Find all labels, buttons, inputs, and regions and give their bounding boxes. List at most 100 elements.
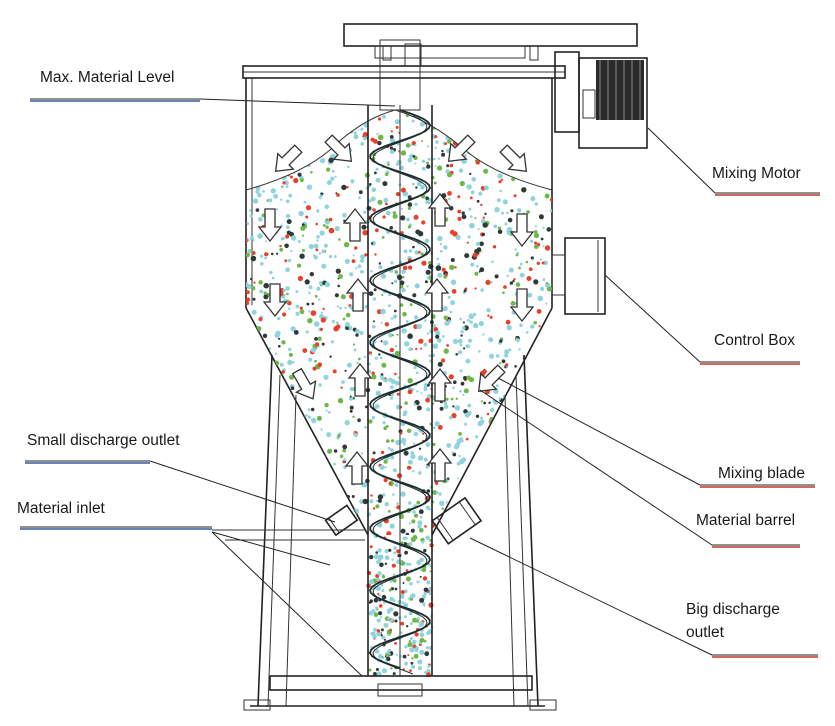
pellet <box>263 163 268 168</box>
pellet <box>277 494 282 499</box>
pellet <box>525 115 529 119</box>
pellet <box>408 249 413 253</box>
pellet <box>355 329 360 334</box>
pellet <box>372 451 376 455</box>
pellet <box>389 628 393 632</box>
pellet <box>311 140 317 145</box>
pellet <box>528 417 534 422</box>
pellet <box>534 241 537 245</box>
pellet <box>300 178 304 183</box>
pellet <box>340 520 345 526</box>
pellet <box>313 321 320 327</box>
pellet <box>467 319 470 322</box>
pellet <box>484 481 487 484</box>
pellet <box>373 288 377 292</box>
pellet <box>480 157 484 160</box>
pellet <box>455 235 461 240</box>
motor-fins <box>596 60 644 120</box>
pellet <box>526 210 530 214</box>
pellet <box>303 532 307 535</box>
pellet <box>423 387 428 392</box>
pellet <box>327 411 331 414</box>
pellet <box>426 276 430 280</box>
pellet <box>409 637 413 641</box>
pellet <box>512 446 516 450</box>
pellet <box>337 398 344 404</box>
pellet <box>285 213 291 219</box>
big-discharge-outlet <box>431 496 483 545</box>
pellet <box>285 267 290 273</box>
pellet <box>284 414 290 419</box>
pellet <box>435 140 439 144</box>
pellet <box>280 224 283 227</box>
pellet <box>505 363 509 367</box>
pellet <box>480 186 485 191</box>
pellet <box>256 346 259 349</box>
pellet <box>418 338 424 344</box>
pellet <box>290 429 293 432</box>
pellet <box>490 281 493 284</box>
pellet <box>445 397 449 401</box>
pellet <box>407 642 413 648</box>
pellet <box>293 330 299 335</box>
pellet <box>282 480 285 483</box>
pellet <box>441 129 445 133</box>
pellet <box>364 405 368 409</box>
pellet <box>344 306 347 309</box>
pellet <box>370 632 374 636</box>
pellet <box>313 114 317 119</box>
pellet <box>445 169 450 174</box>
pellet <box>297 275 303 282</box>
pellet <box>362 132 368 137</box>
pellet <box>268 375 271 378</box>
pellet <box>252 345 258 350</box>
pellet <box>548 496 552 500</box>
pellet <box>338 121 341 124</box>
pellet <box>534 487 539 492</box>
pellet <box>417 659 423 665</box>
pellet <box>305 505 310 511</box>
pellet <box>375 177 381 183</box>
pellet <box>270 188 276 194</box>
pellet <box>315 222 319 226</box>
pellet <box>390 448 394 452</box>
pellet <box>270 252 274 256</box>
pellet <box>539 452 544 456</box>
pellet <box>490 122 495 127</box>
pellet <box>289 374 295 380</box>
pellet <box>462 393 465 396</box>
pellet <box>304 459 310 465</box>
pellet <box>508 400 512 404</box>
pellet <box>490 160 494 164</box>
pellet <box>254 334 259 339</box>
pellet <box>294 126 299 131</box>
pellet <box>403 602 409 608</box>
pellet <box>333 133 336 136</box>
pellet <box>401 328 407 334</box>
pellet <box>287 510 291 515</box>
pellet <box>351 259 356 263</box>
pellet <box>380 634 383 637</box>
pellet <box>515 253 519 257</box>
pellet <box>467 469 473 475</box>
pellet <box>525 331 529 334</box>
pellet <box>319 463 323 467</box>
pellet <box>360 127 364 131</box>
pellet <box>279 244 282 248</box>
pellet <box>425 196 429 200</box>
pellet <box>298 476 303 481</box>
pellet <box>284 259 288 263</box>
pellet <box>314 509 318 513</box>
pellet <box>523 175 527 178</box>
pellet <box>522 427 526 431</box>
pellet <box>351 495 355 498</box>
pellet <box>285 199 290 204</box>
pellet <box>377 494 384 500</box>
pellet <box>457 216 462 221</box>
pellet <box>459 343 463 347</box>
pellet <box>389 138 395 144</box>
pellet <box>495 354 500 358</box>
pellet <box>396 502 399 505</box>
pellet <box>488 430 493 435</box>
pellet <box>405 576 411 582</box>
